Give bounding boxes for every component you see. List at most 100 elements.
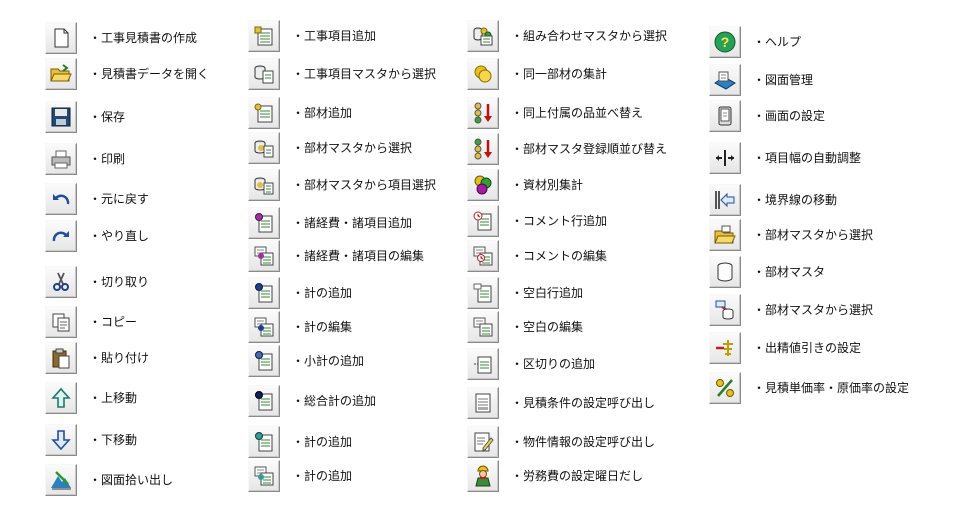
estimate-conditions-icon xyxy=(475,393,491,413)
combination-master-icon xyxy=(473,27,493,46)
add-material-label: ・部材追加 xyxy=(292,106,353,120)
aggregate-by-material-button[interactable] xyxy=(467,169,499,201)
move-border-button[interactable] xyxy=(709,184,741,216)
copy-label: ・コピー xyxy=(89,315,138,329)
legend-row-edit-comment: ・コメントの編集 xyxy=(467,238,607,274)
add-separator-label: ・区切りの追加 xyxy=(511,357,596,371)
redo-button[interactable] xyxy=(45,220,77,252)
screen-settings-button[interactable] xyxy=(709,100,741,132)
legend-row-print: ・印刷 xyxy=(45,141,125,177)
add-grand-total-button[interactable] xyxy=(248,385,280,417)
drawing-takeoff-button[interactable] xyxy=(45,464,77,496)
edit-blank-button[interactable] xyxy=(467,311,499,343)
legend-row-add-total: ・計の追加 xyxy=(248,275,352,311)
add-total-2-label: ・計の追加 xyxy=(292,435,353,449)
move-up-button[interactable] xyxy=(45,382,77,414)
undo-icon xyxy=(53,194,70,205)
legend-row-select-item-from-material-master: ・部材マスタから項目選択 xyxy=(248,167,436,203)
percent-icon xyxy=(716,379,734,397)
legend-row-save: ・保存 xyxy=(45,99,125,135)
sort-by-item-label: ・同上付属の品並べ替え xyxy=(511,106,644,120)
auto-column-width-button[interactable] xyxy=(709,142,741,174)
select-item-from-material-master-button[interactable] xyxy=(248,169,280,201)
paste-button[interactable] xyxy=(45,342,77,374)
arrow-down-icon xyxy=(51,430,71,451)
edit-comment-button[interactable] xyxy=(467,240,499,272)
add-expense-label: ・諸経費・諸項目追加 xyxy=(292,216,413,230)
select-work-item-master-label: ・工事項目マスタから選択 xyxy=(292,67,437,81)
legend-row-open: ・見積書データを開く xyxy=(45,56,209,92)
edit-expense-button[interactable] xyxy=(248,240,280,272)
aggregate-same-material-button[interactable] xyxy=(467,58,499,90)
sort-by-item-button[interactable] xyxy=(467,97,499,129)
estimate-conditions-button[interactable] xyxy=(467,387,499,419)
drawing-takeoff-icon xyxy=(51,471,71,490)
add-expense-button[interactable] xyxy=(248,207,280,239)
discount-settings-button[interactable] xyxy=(709,332,741,364)
select-work-item-master-button[interactable] xyxy=(248,58,280,90)
add-material-button[interactable] xyxy=(248,97,280,129)
save-label: ・保存 xyxy=(89,110,126,124)
add-work-item-button[interactable] xyxy=(248,20,280,52)
work-item-master-icon xyxy=(254,65,274,84)
help-icon: ? xyxy=(714,31,736,53)
add-separator-icon xyxy=(474,356,492,374)
new-document-button[interactable] xyxy=(45,22,77,54)
estimate-conditions-label: ・見積条件の設定呼び出し xyxy=(511,396,656,410)
auto-column-width-label: ・項目幅の自動調整 xyxy=(753,151,862,165)
select-combination-master-button[interactable] xyxy=(467,20,499,52)
select-from-material-master-2-button[interactable] xyxy=(709,294,741,326)
sort-by-registration-label: ・部材マスタ登録順並び替え xyxy=(511,142,668,156)
open-button[interactable] xyxy=(45,58,77,90)
legend-row-select-combination-master: ・組み合わせマスタから選択 xyxy=(467,18,667,54)
paste-icon xyxy=(52,348,70,369)
help-button[interactable]: ? xyxy=(709,26,741,58)
add-comment-button[interactable] xyxy=(467,205,499,237)
legend-row-new-doc: ・工事見積書の作成 xyxy=(45,20,197,56)
print-button[interactable] xyxy=(45,143,77,175)
material-master-label: ・部材マスタ xyxy=(753,265,826,279)
legend-row-help: ? ・ヘルプ xyxy=(709,24,801,60)
aggregate-by-material-label: ・資材別集計 xyxy=(511,178,584,192)
add-total-3-button[interactable] xyxy=(248,460,280,492)
save-button[interactable] xyxy=(45,101,77,133)
cut-button[interactable] xyxy=(45,266,77,298)
add-work-item-icon xyxy=(254,26,273,46)
legend-row-edit-expense: ・諸経費・諸項目の編集 xyxy=(248,238,424,274)
legend-row-estimate-conditions: ・見積条件の設定呼び出し xyxy=(467,385,655,421)
printer-icon xyxy=(51,150,71,169)
unit-price-rate-button[interactable] xyxy=(709,372,741,404)
select-from-material-master-button[interactable] xyxy=(709,219,741,251)
sort-by-registration-button[interactable] xyxy=(467,133,499,165)
legend-row-property-info: ・物件情報の設定呼び出し xyxy=(467,424,655,460)
add-separator-button[interactable] xyxy=(467,348,499,380)
move-down-button[interactable] xyxy=(45,424,77,456)
save-icon xyxy=(51,107,71,127)
copy-button[interactable] xyxy=(45,306,77,338)
property-info-button[interactable] xyxy=(467,426,499,458)
add-total-2-button[interactable] xyxy=(248,426,280,458)
add-total-edit-alt-icon xyxy=(254,466,274,486)
open-folder-icon xyxy=(50,64,72,82)
undo-button[interactable] xyxy=(45,183,77,215)
legend-row-labor-cost: ・労務費の設定曜日だし xyxy=(467,458,643,494)
add-subtotal-button[interactable] xyxy=(248,345,280,377)
labor-cost-button[interactable] xyxy=(467,460,499,492)
redo-icon xyxy=(52,231,69,242)
edit-comment-icon xyxy=(473,246,493,266)
edit-total-icon xyxy=(254,317,274,337)
edit-total-button[interactable] xyxy=(248,311,280,343)
screen-settings-icon xyxy=(718,106,732,126)
select-item-from-material-master-label: ・部材マスタから項目選択 xyxy=(292,178,437,192)
material-master-select-icon xyxy=(254,140,274,158)
material-master-button[interactable] xyxy=(709,256,741,288)
property-info-label: ・物件情報の設定呼び出し xyxy=(511,435,656,449)
select-material-master-button[interactable] xyxy=(248,132,280,164)
unit-price-rate-label: ・見積単価率・原価率の設定 xyxy=(753,381,910,395)
add-total-button[interactable] xyxy=(248,277,280,309)
add-total-alt-icon xyxy=(255,432,273,452)
legend-row-screen-settings: ・画面の設定 xyxy=(709,98,825,134)
legend-row-add-total-3: ・計の追加 xyxy=(248,458,352,494)
drawing-management-button[interactable] xyxy=(709,64,741,96)
add-blank-row-button[interactable] xyxy=(467,277,499,309)
